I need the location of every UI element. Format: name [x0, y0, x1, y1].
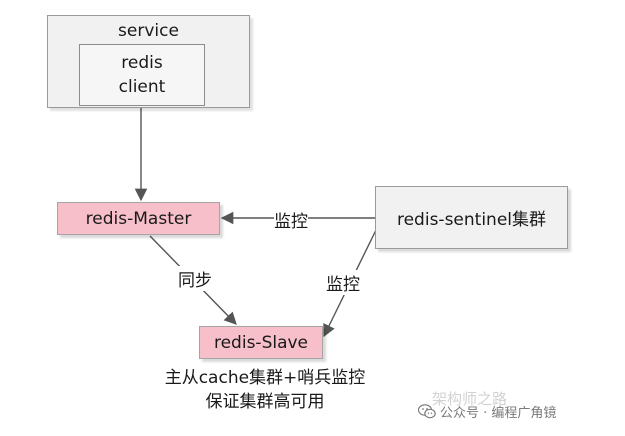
redis-sentinel-node: redis-sentinel集群 [375, 186, 568, 249]
watermark-faint: 架构师之路 [432, 390, 508, 408]
sentinel-label: redis-sentinel集群 [396, 210, 546, 230]
wechat-icon [418, 404, 436, 419]
service-label: service [118, 21, 179, 41]
watermark: 公众号 · 编程广角镜 [418, 402, 556, 421]
watermark-text: 公众号 · 编程广角镜 [440, 406, 557, 421]
edge-label-monitor-master: 监控 [274, 207, 308, 232]
slave-label: redis-Slave [213, 332, 309, 353]
client-label-line1: redis [121, 53, 163, 73]
client-label-line2: client [118, 77, 166, 97]
edge-label-sync: 同步 [178, 266, 212, 291]
redis-slave-node: redis-Slave [199, 326, 323, 359]
edge-label-monitor-slave: 监控 [326, 270, 360, 295]
caption-line2: 保证集群高可用 [205, 392, 325, 412]
redis-client-node: redis client [79, 44, 205, 106]
master-label: redis-Master [85, 208, 192, 229]
caption-line1: 主从cache集群+哨兵监控 [164, 368, 366, 388]
redis-master-node: redis-Master [57, 202, 220, 235]
